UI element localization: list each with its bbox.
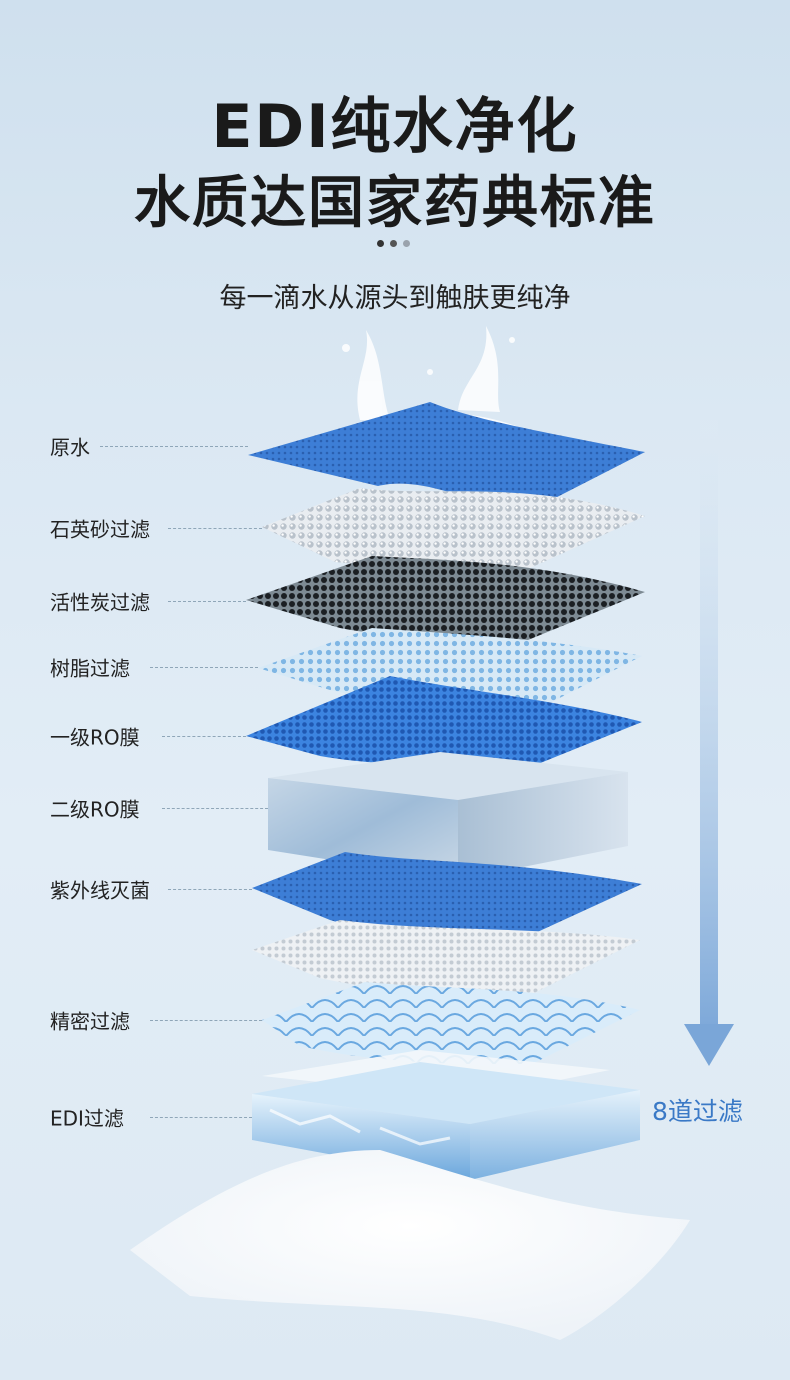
layer-label-uv: 紫外线灭菌 (50, 878, 150, 903)
leader-line (150, 1117, 252, 1118)
layer-label-edi: EDI过滤 (50, 1106, 124, 1131)
page-title-line2: 水质达国家药典标准 (134, 171, 656, 236)
layer-raw-water (248, 402, 645, 516)
layer-label-activated-carbon: 活性炭过滤 (50, 590, 150, 615)
layer-label-resin: 树脂过滤 (50, 656, 130, 681)
layer-edi (252, 1062, 640, 1180)
leader-line (168, 601, 246, 602)
page-title: EDI纯水净化 (211, 92, 579, 162)
leader-line (168, 528, 262, 529)
layer-ro-2 (268, 752, 628, 880)
leader-line (168, 889, 252, 890)
layer-uv (252, 852, 642, 940)
layer-label-ro-2: 二级RO膜 (50, 797, 140, 822)
layer-label-ro-1: 一级RO膜 (50, 725, 140, 750)
down-arrow-icon (684, 420, 734, 1066)
leader-line (162, 736, 246, 737)
layer-label-quartz-sand: 石英砂过滤 (50, 517, 150, 542)
layer-label-precision: 精密过滤 (50, 1009, 130, 1034)
layer-quartz-sand (262, 488, 645, 568)
leader-line (100, 446, 248, 447)
layer-ro-1 (246, 676, 642, 768)
leader-line (150, 1020, 262, 1021)
layer-label-raw-water: 原水 (50, 435, 90, 460)
layer-white-mesh (252, 920, 640, 1000)
layer-resin (258, 628, 642, 708)
filtration-steps-count: 8道过滤 (652, 1097, 743, 1126)
leader-line (150, 667, 258, 668)
layer-precision (262, 982, 640, 1070)
subtitle: 每一滴水从源头到触肤更纯净 (219, 283, 571, 314)
separator-dots (377, 240, 410, 247)
cloth-base (130, 1150, 690, 1340)
leader-line (162, 808, 268, 809)
layer-activated-carbon (246, 556, 645, 640)
